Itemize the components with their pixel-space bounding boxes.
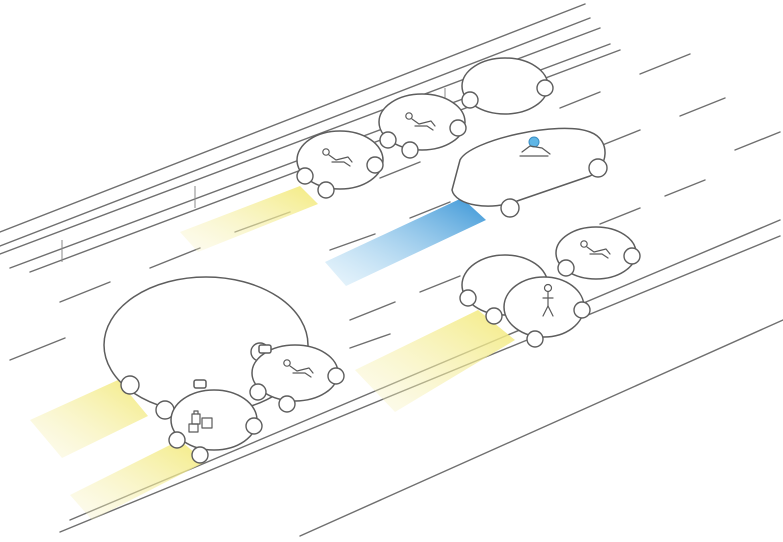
pod-far-1 bbox=[297, 131, 383, 198]
pod-far-2 bbox=[379, 94, 466, 158]
pod-lead bbox=[452, 128, 607, 217]
pod-far-3 bbox=[462, 58, 553, 114]
pod-right-top bbox=[556, 227, 640, 279]
pod-cluster-small bbox=[250, 345, 344, 412]
pod-right-front bbox=[504, 277, 590, 347]
